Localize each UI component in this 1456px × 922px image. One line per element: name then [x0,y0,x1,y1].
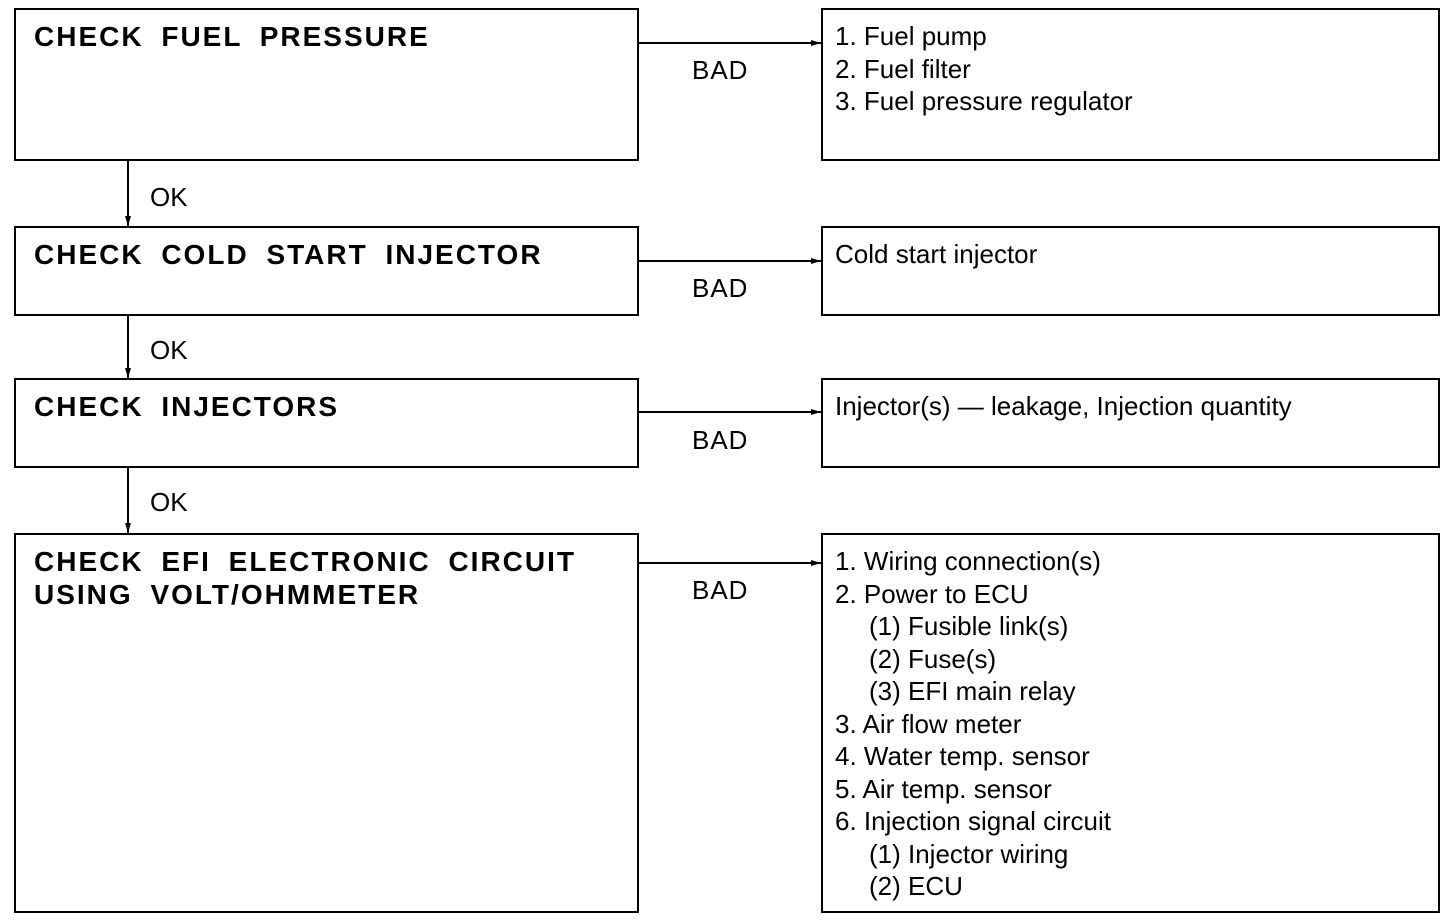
check-injectors-box: CHECK INJECTORS [14,378,639,468]
list-subitem: (2) Fuse(s) [869,643,997,674]
cold-start-causes-box: Cold start injector [821,226,1440,316]
list-subitem: (3) EFI main relay [869,676,1076,706]
bad-label: BAD [692,425,749,455]
list-subitem: (1) Fusible link(s) [869,611,1069,641]
list-item: Cold start injector [835,239,1038,269]
list-subitem: (2) ECU [869,871,963,901]
list-item: 2. Fuel filter [835,53,971,84]
list-item: 3. Air flow meter [835,708,1022,739]
step-title: CHECK COLD START INJECTOR [34,239,543,270]
fuel-pressure-causes-box: 1. Fuel pump 2. Fuel filter 3. Fuel pres… [821,8,1440,161]
bad-label: BAD [692,575,749,605]
step-title: CHECK EFI ELECTRONIC CIRCUIT USING VOLT/… [34,546,576,610]
bad-label: BAD [692,55,749,85]
bad-label: BAD [692,273,749,303]
check-fuel-pressure-box: CHECK FUEL PRESSURE [14,8,639,161]
injector-causes-box: Injector(s) — leakage, Injection quantit… [821,378,1440,468]
list-item: Injector(s) — leakage, Injection quantit… [835,391,1292,421]
cause-list: Cold start injector [835,238,1037,271]
list-item: 6. Injection signal circuit [835,806,1112,836]
list-item: 1. Wiring connection(s) [835,546,1101,576]
check-efi-circuit-box: CHECK EFI ELECTRONIC CIRCUIT USING VOLT/… [14,533,639,913]
cause-list: Injector(s) — leakage, Injection quantit… [835,390,1292,423]
list-item: 1. Fuel pump [835,21,987,51]
list-item: 3. Fuel pressure regulator [835,86,1133,116]
list-item: 5. Air temp. sensor [835,773,1052,804]
list-subitem: (1) Injector wiring [869,838,1069,869]
ok-label: OK [150,182,188,212]
ok-label: OK [150,487,188,517]
step-title: CHECK FUEL PRESSURE [34,21,430,52]
ok-label: OK [150,335,188,365]
efi-circuit-causes-box: 1. Wiring connection(s) 2. Power to ECU … [821,533,1440,913]
list-item: 2. Power to ECU [835,578,1029,609]
cause-list: 1. Wiring connection(s) 2. Power to ECU … [835,545,1111,903]
step-title: CHECK INJECTORS [34,391,340,422]
cause-list: 1. Fuel pump 2. Fuel filter 3. Fuel pres… [835,20,1133,118]
check-cold-start-injector-box: CHECK COLD START INJECTOR [14,226,639,316]
list-item: 4. Water temp. sensor [835,741,1090,771]
